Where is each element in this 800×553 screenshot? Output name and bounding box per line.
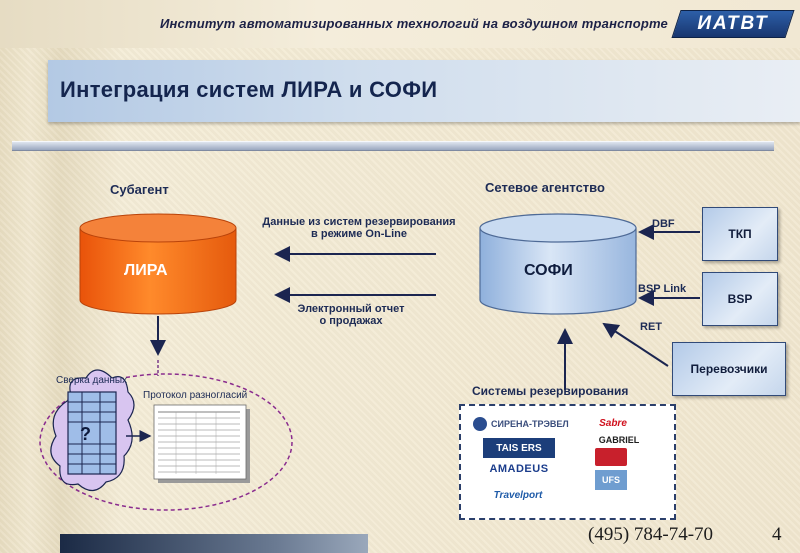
title-banner: Интеграция систем ЛИРА и СОФИ (48, 60, 800, 122)
sales-report-line2: о продажах (319, 315, 383, 327)
sirena-logo: СИРЕНА-ТРЭВЕЛ (473, 414, 583, 434)
divider-bar (12, 141, 774, 151)
reconciliation-ellipse (39, 373, 293, 511)
agency-label: Сетевое агентство (485, 180, 605, 195)
bsp-link-label: BSP Link (638, 283, 687, 295)
protocol-document (153, 404, 250, 483)
reservation-systems-box: СИРЕНА-ТРЭВЕЛ TAIS ERS AMADEUS Travelpor… (459, 404, 676, 520)
tkp-box: ТКП (702, 207, 778, 261)
gabriel-logo: GABRIEL (598, 435, 640, 445)
rzd-icon (595, 448, 627, 466)
subagent-label: Субагент (110, 182, 169, 197)
ufs-logo: UFS (595, 470, 627, 490)
page-number: 4 (772, 524, 782, 545)
protocol-label: Протокол разногласий (143, 390, 248, 401)
page-title: Интеграция систем ЛИРА и СОФИ (60, 77, 438, 102)
question-mark: ? (80, 424, 91, 444)
sales-report-caption: Электронный отчет о продажах (276, 303, 426, 327)
lira-label: ЛИРА (124, 262, 168, 279)
dbf-label: DBF (652, 218, 675, 230)
cloud-shape (50, 369, 135, 492)
online-data-line1: Данные из систем резервирования (262, 216, 456, 228)
institute-name: Институт автоматизированных технологий н… (159, 16, 668, 31)
sirena-icon (473, 417, 487, 431)
sales-report-line1: Электронный отчет (297, 303, 405, 315)
carriers-box: Перевозчики (672, 342, 786, 396)
tais-logo: TAIS ERS (483, 438, 555, 458)
reconciliation-label: Сверка данных (56, 375, 128, 386)
sofi-label: СОФИ (524, 262, 573, 279)
travelport-logo: Travelport (493, 489, 543, 501)
lira-cylinder (79, 213, 237, 315)
bsp-box: BSP (702, 272, 778, 326)
online-data-line2: в режиме On-Line (311, 228, 407, 240)
reservation-systems-label: Системы резервирования (472, 384, 629, 398)
sofi-cylinder (479, 213, 637, 315)
online-data-caption: Данные из систем резервирования в режиме… (246, 216, 472, 240)
amadeus-logo: AMADEUS (489, 463, 549, 475)
sirena-text: СИРЕНА-ТРЭВЕЛ (491, 419, 569, 429)
footer-phone: (495) 784-74-70 (588, 524, 714, 545)
carriers-arrow (602, 322, 669, 367)
ret-label: RET (640, 321, 662, 333)
header-strip (0, 0, 800, 48)
footer-bar (60, 534, 368, 553)
sabre-logo: Sabre (599, 417, 627, 429)
